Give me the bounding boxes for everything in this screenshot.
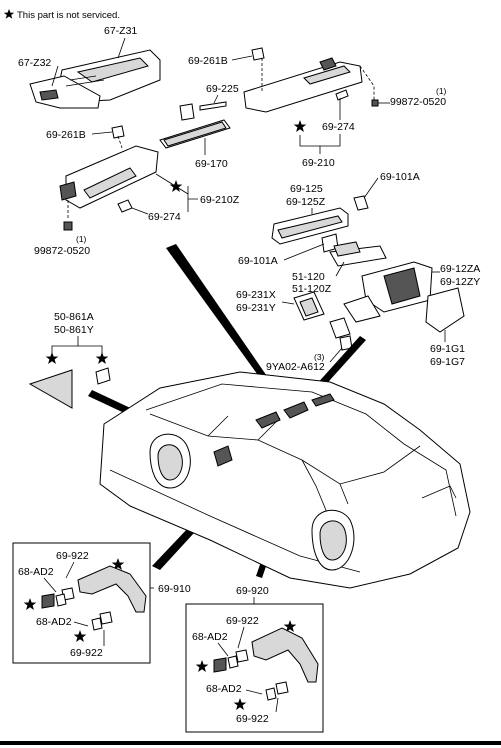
- door-triangle-garnish: [28, 367, 111, 409]
- label-67-z32: 67-Z32: [18, 57, 51, 69]
- box2-ref-69-920: 69-920: [236, 585, 269, 597]
- label-69-101a-mid: 69-101A: [238, 255, 278, 267]
- assist-grip-1: [55, 565, 147, 631]
- label-99872-top: 99872-0520: [390, 96, 446, 108]
- box1-ref-69-910: 69-910: [158, 583, 191, 595]
- star-icon: [3, 9, 15, 19]
- star-icon: [169, 180, 183, 192]
- label-69-125: 69-125: [290, 183, 323, 195]
- label-69-12za: 69-12ZA: [440, 263, 480, 275]
- assist-grip-box-2: [185, 603, 324, 733]
- label-69-125z: 69-125Z: [286, 196, 326, 208]
- rearview-mirror: [159, 101, 231, 149]
- label-69-1g7: 69-1G7: [430, 356, 465, 368]
- bottom-rule: [0, 741, 501, 745]
- label-99872-top-qty: (1): [436, 86, 447, 96]
- car-body: [99, 371, 471, 589]
- label-9ya02-qty: (3): [314, 352, 325, 362]
- box1-label-68-ad2-bot: 68-AD2: [36, 616, 72, 628]
- label-69-210: 69-210: [302, 157, 335, 169]
- label-51-120z: 51-120Z: [292, 283, 332, 295]
- label-99872-left: 99872-0520: [34, 245, 90, 257]
- label-9ya02: 9YA02-A612: [266, 361, 325, 373]
- label-51-120: 51-120: [292, 271, 325, 283]
- star-icon: [95, 352, 109, 364]
- label-69-210z: 69-210Z: [200, 194, 240, 206]
- label-69-101a-top: 69-101A: [380, 171, 420, 183]
- label-69-274-left: 69-274: [148, 211, 181, 223]
- star-icon: [293, 120, 307, 132]
- box2-label-68-ad2-top: 68-AD2: [192, 631, 228, 643]
- box1-label-69-922-bot: 69-922: [70, 647, 103, 659]
- star-icon: [111, 558, 125, 570]
- box1-label-68-ad2-top: 68-AD2: [18, 566, 54, 578]
- label-69-12zy: 69-12ZY: [440, 276, 480, 288]
- label-69-225: 69-225: [206, 83, 239, 95]
- box2-label-69-922-top: 69-922: [226, 615, 259, 627]
- label-50-861y: 50-861Y: [54, 324, 94, 336]
- sun-visor-right: [243, 47, 363, 113]
- label-69-261b-top: 69-261B: [188, 55, 228, 67]
- label-50-861a: 50-861A: [54, 311, 94, 323]
- box2-label-69-922-bot: 69-922: [236, 713, 269, 725]
- label-69-231y: 69-231Y: [236, 302, 276, 314]
- sun-visor-left: [59, 125, 159, 209]
- outside-mirror-assembly: [271, 195, 465, 351]
- assist-grip-box-1: [12, 542, 151, 664]
- label-69-170: 69-170: [195, 158, 228, 170]
- star-icon: [283, 620, 297, 632]
- box2-label-68-ad2-bot: 68-AD2: [206, 683, 242, 695]
- label-69-274-right: 69-274: [322, 121, 355, 133]
- star-icon: [45, 352, 59, 364]
- star-icon: [195, 660, 209, 672]
- legend-text: This part is not serviced.: [17, 10, 120, 21]
- star-icon: [23, 598, 37, 610]
- label-99872-left-qty: (1): [76, 234, 87, 244]
- label-67-z31: 67-Z31: [104, 25, 137, 37]
- label-69-231x: 69-231X: [236, 289, 276, 301]
- label-69-261b-left: 69-261B: [46, 129, 86, 141]
- star-icon: [233, 698, 247, 710]
- label-69-1g1: 69-1G1: [430, 343, 465, 355]
- overhead-console: [29, 49, 161, 109]
- star-icon: [73, 630, 87, 642]
- assist-grip-2: [227, 627, 319, 701]
- legend-note: This part is not serviced.: [3, 9, 120, 21]
- box1-label-69-922-top: 69-922: [56, 550, 89, 562]
